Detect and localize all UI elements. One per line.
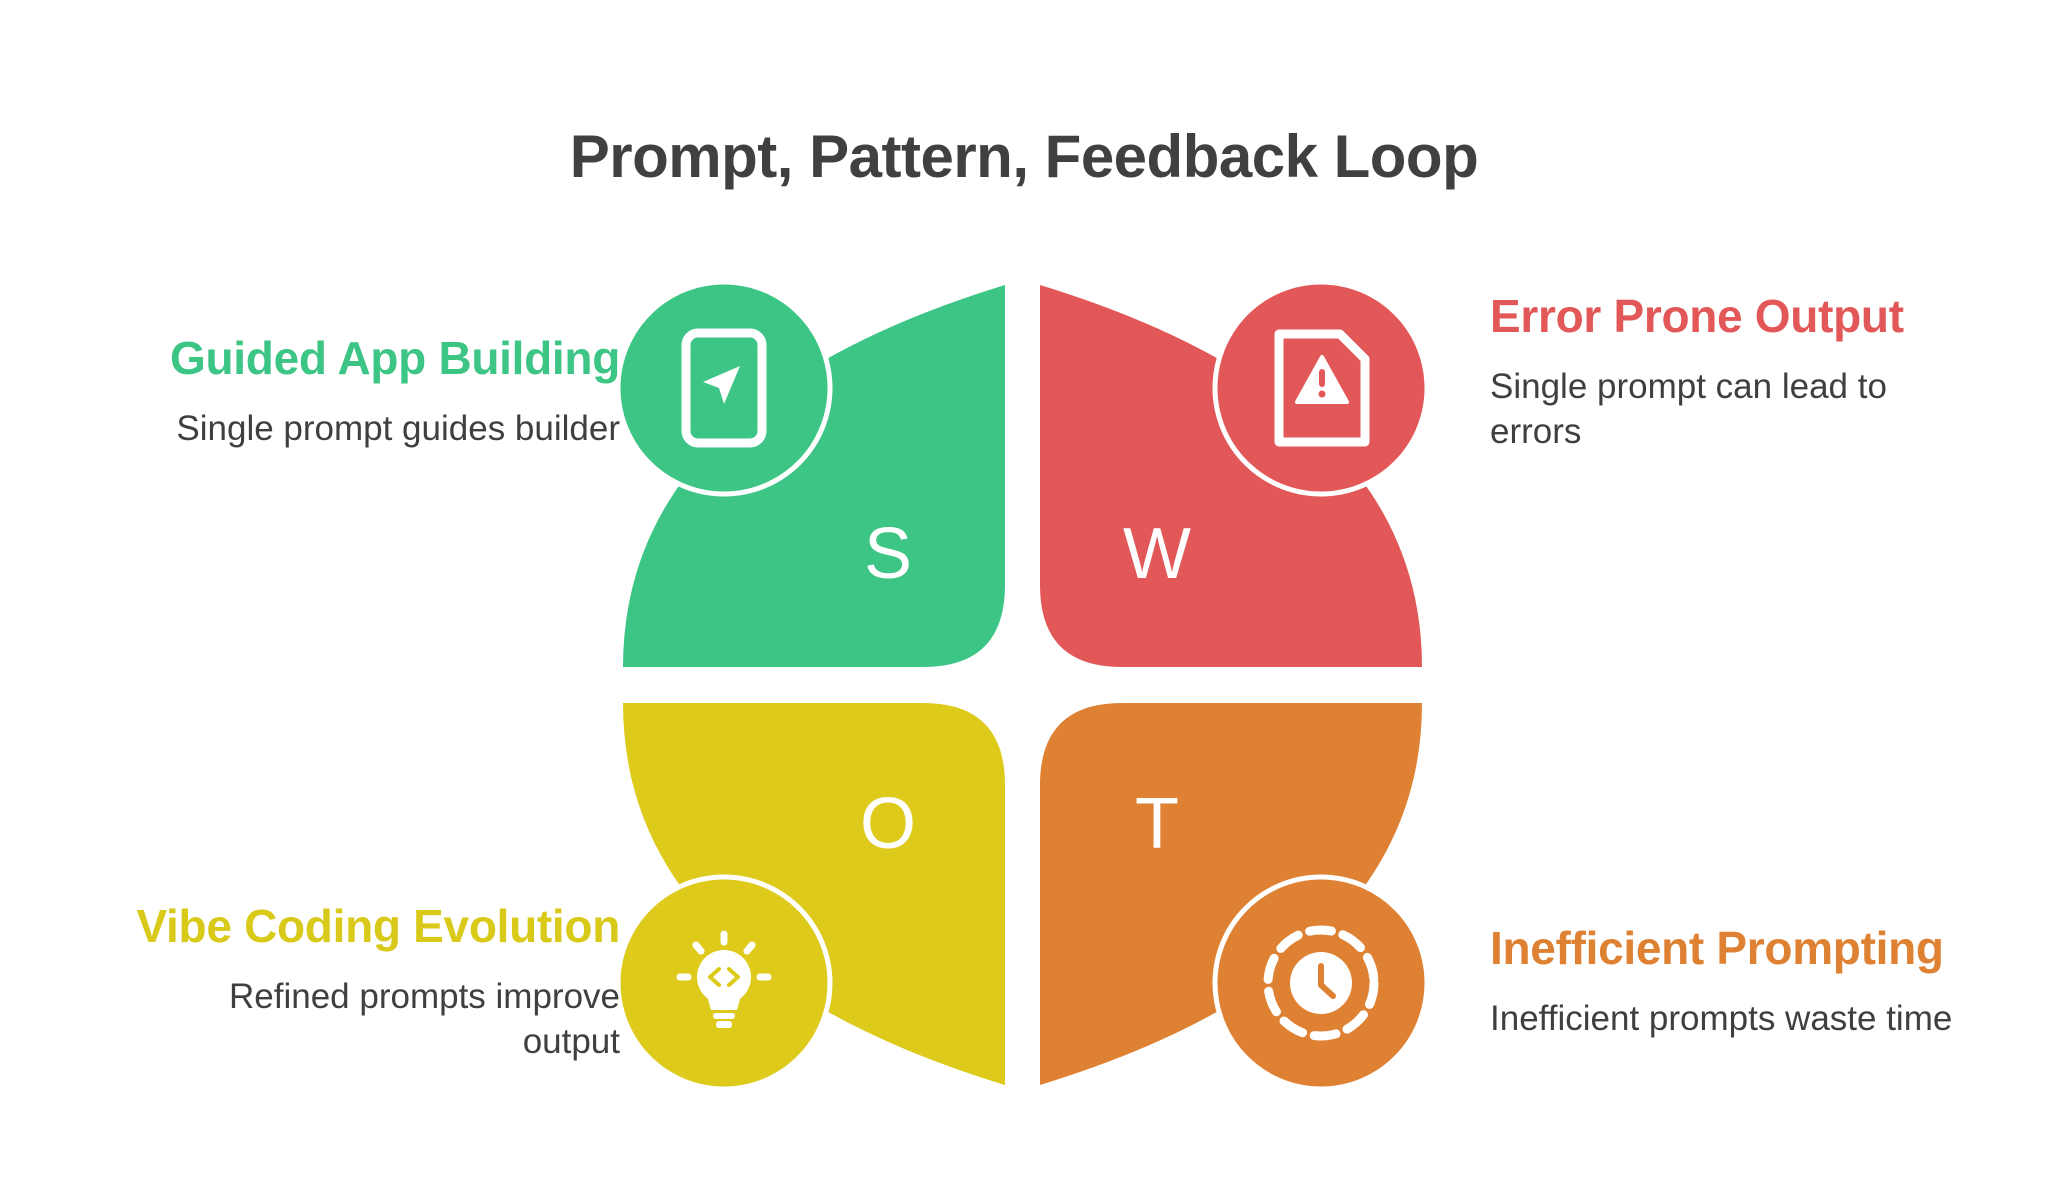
page-title: Prompt, Pattern, Feedback Loop (569, 123, 1479, 190)
strengths-label-block: Guided App Building Single prompt guides… (0, 330, 620, 451)
clock-icon (1212, 874, 1430, 1092)
quadrant-letter-o: O (860, 784, 916, 864)
mobile-navigation-icon (615, 279, 833, 497)
opportunities-heading: Vibe Coding Evolution (136, 900, 620, 952)
threats-label-block: Inefficient Prompting Inefficient prompt… (1490, 920, 2048, 1041)
threats-description: Inefficient prompts waste time (1490, 999, 1953, 1038)
strengths-heading: Guided App Building (170, 332, 620, 384)
weaknesses-label-block: Error Prone Output Single prompt can lea… (1490, 288, 2048, 454)
weaknesses-description: Single prompt can lead to errors (1490, 367, 1887, 451)
threats-heading: Inefficient Prompting (1490, 922, 1944, 974)
quadrant-letter-s: S (864, 514, 912, 594)
opportunities-label-block: Vibe Coding Evolution Refined prompts im… (0, 898, 620, 1064)
quadrant-o-shape (623, 703, 1005, 1085)
quadrant-t-shape (1040, 703, 1422, 1085)
opportunities-description: Refined prompts improve output (229, 977, 620, 1061)
quadrant-w-shape (1040, 285, 1422, 667)
quadrant-s-shape (623, 285, 1005, 667)
quadrant-letter-w: W (1123, 514, 1191, 594)
strengths-description: Single prompt guides builder (176, 409, 620, 448)
document-warning-icon (1212, 279, 1430, 497)
quadrant-letter-t: T (1135, 784, 1179, 864)
lightbulb-code-icon (615, 874, 833, 1092)
weaknesses-heading: Error Prone Output (1490, 290, 1904, 342)
